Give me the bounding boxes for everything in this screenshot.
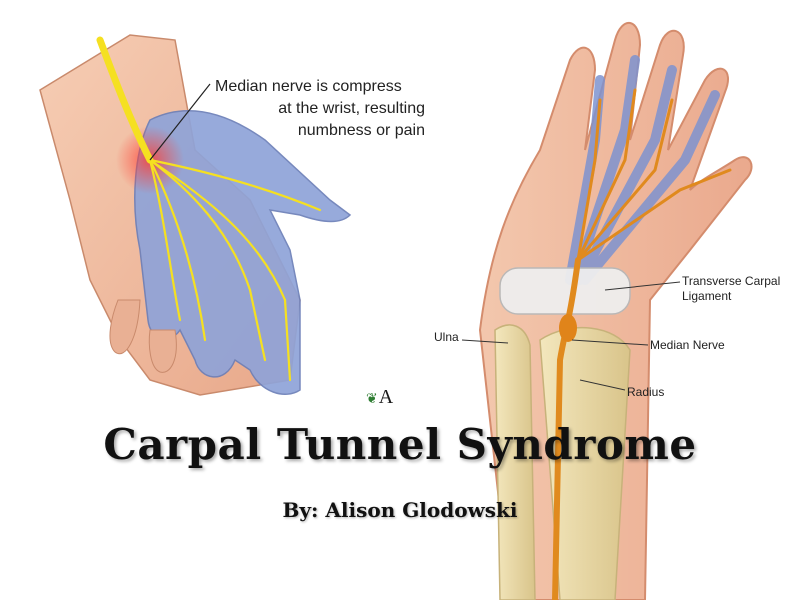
logo-text: A [378, 386, 394, 408]
callout-line: Median nerve is compress [215, 78, 402, 95]
leader-lines [461, 281, 681, 391]
ulna-bone [494, 324, 536, 600]
callout-pointer [149, 83, 211, 161]
ligament-label-line: Transverse Carpal [682, 274, 781, 288]
palm-region [134, 109, 352, 395]
nerve-branches [148, 158, 322, 382]
source-logo: ❦A [366, 386, 393, 409]
radius-label: Radius [627, 385, 665, 399]
median-nerve-label: Median Nerve [650, 338, 725, 352]
transverse-carpal-ligament [499, 267, 631, 315]
finger-shape [109, 299, 141, 355]
nerve-compression-callout: Median nerve is compress at the wrist, r… [215, 76, 425, 142]
compressed-nerve [559, 314, 577, 342]
callout-line: numbness or pain [297, 122, 425, 139]
hand-nerve-illustration [39, 34, 352, 396]
slide-subtitle: By: Alison Glodowski [282, 498, 518, 522]
callout-line: at the wrist, resulting [278, 100, 425, 117]
leaf-icon: ❦ [366, 392, 378, 407]
wrist-anatomy-illustration [461, 21, 753, 600]
slide-title: Carpal Tunnel Syndrome [103, 420, 697, 469]
radius-bone [539, 327, 631, 600]
ulna-label: Ulna [434, 330, 459, 344]
ligament-label: Transverse Carpal Ligament [682, 274, 800, 304]
median-nerve-branches [576, 88, 732, 262]
finger-shape [148, 329, 177, 373]
median-nerve-path [96, 36, 154, 164]
ligament-label-line: Ligament [682, 289, 732, 303]
